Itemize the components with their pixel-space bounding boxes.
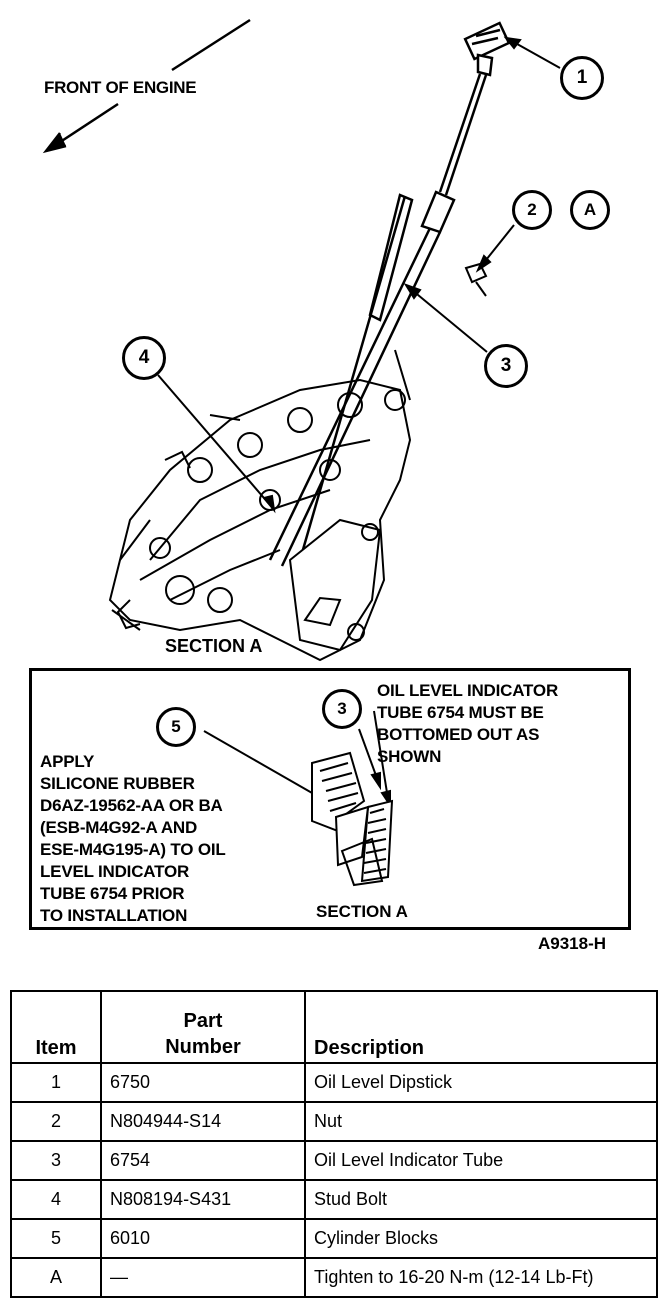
table-row: 4 N808194-S431 Stud Bolt (10, 1179, 658, 1220)
row-item: 3 (10, 1140, 102, 1181)
row-part-number: — (100, 1257, 306, 1298)
row-part-number: 6754 (100, 1140, 306, 1181)
front-of-engine-arrow (42, 18, 251, 154)
oil-level-tube-note: OIL LEVEL INDICATOR TUBE 6754 MUST BE BO… (377, 681, 559, 766)
header-item: Item (10, 990, 102, 1064)
row-part-number: N804944-S14 (100, 1101, 306, 1142)
table-row: 2 N804944-S14 Nut (10, 1101, 658, 1142)
engine-illustration (42, 18, 561, 662)
apply-silicone-note: APPLY SILICONE RUBBER D6AZ-19562-AA OR B… (40, 752, 226, 925)
parts-table: Item Part Number Description 1 6750 Oil … (10, 990, 658, 1298)
row-item: 1 (10, 1062, 102, 1103)
row-description: Cylinder Blocks (304, 1218, 658, 1259)
row-description: Oil Level Indicator Tube (304, 1140, 658, 1181)
header-part-number: Part Number (100, 990, 306, 1064)
row-part-number: N808194-S431 (100, 1179, 306, 1220)
row-item: 2 (10, 1101, 102, 1142)
row-description: Oil Level Dipstick (304, 1062, 658, 1103)
row-item: 4 (10, 1179, 102, 1220)
front-of-engine-label: FRONT OF ENGINE (44, 78, 197, 97)
callout-a: A (570, 190, 610, 230)
row-description: Tighten to 16-20 N-m (12-14 Lb-Ft) (304, 1257, 658, 1298)
row-description: Nut (304, 1101, 658, 1142)
table-header-row: Item Part Number Description (10, 990, 658, 1064)
section-a-detail-box: 5 3 APPLY SILICONE RUBBER D6AZ-19562-AA … (29, 668, 631, 930)
callout-2: 2 (512, 190, 552, 230)
header-description: Description (304, 990, 658, 1064)
figure-id: A9318-H (538, 934, 607, 953)
detail-illustration (203, 710, 394, 887)
table-row: 1 6750 Oil Level Dipstick (10, 1062, 658, 1103)
callout-5: 5 (156, 707, 196, 747)
detail-section-label: SECTION A (316, 902, 408, 921)
section-a-label: SECTION A (165, 636, 263, 656)
nut (464, 262, 488, 297)
dipstick (438, 21, 511, 196)
table-row: A — Tighten to 16-20 N-m (12-14 Lb-Ft) (10, 1257, 658, 1298)
row-item: A (10, 1257, 102, 1298)
callout-3-detail: 3 (322, 689, 362, 729)
callout-3: 3 (484, 344, 528, 388)
table-row: 5 6010 Cylinder Blocks (10, 1218, 658, 1259)
leader-lines (157, 36, 561, 514)
engine-block (108, 349, 412, 662)
callout-4: 4 (122, 336, 166, 380)
row-item: 5 (10, 1218, 102, 1259)
header-part-line1: Part (183, 1010, 223, 1032)
row-part-number: 6750 (100, 1062, 306, 1103)
header-part-line2: Number (165, 1036, 241, 1058)
oil-level-indicator-tube (268, 190, 456, 567)
row-description: Stud Bolt (304, 1179, 658, 1220)
table-row: 3 6754 Oil Level Indicator Tube (10, 1140, 658, 1181)
row-part-number: 6010 (100, 1218, 306, 1259)
callout-1: 1 (560, 56, 604, 100)
